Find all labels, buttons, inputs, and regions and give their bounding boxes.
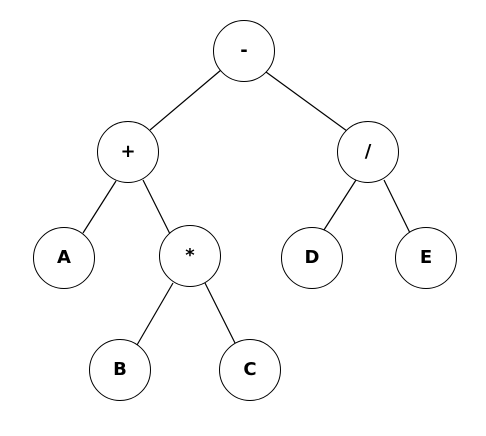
node-label-a: A xyxy=(57,247,71,268)
node-label-c: C xyxy=(243,359,257,380)
edge-divide-d xyxy=(321,179,357,234)
operator-node-divide: / xyxy=(337,121,399,183)
operator-node-minus: - xyxy=(213,20,275,82)
operator-node-plus: + xyxy=(97,121,159,183)
edge-plus-times xyxy=(142,179,171,235)
operand-node-c: C xyxy=(219,339,281,401)
operand-node-b: B xyxy=(89,339,151,401)
operand-node-d: D xyxy=(281,227,343,289)
edge-plus-a xyxy=(82,180,117,234)
node-label-times: * xyxy=(185,245,195,266)
node-label-d: D xyxy=(304,247,320,268)
node-label-e: E xyxy=(419,247,433,268)
edge-times-c xyxy=(204,282,237,346)
node-label-minus: - xyxy=(240,40,248,61)
edge-root-divide xyxy=(265,71,348,132)
edge-times-b xyxy=(136,282,174,346)
edge-root-plus xyxy=(149,69,222,131)
node-label-divide: / xyxy=(364,141,372,162)
node-label-b: B xyxy=(113,359,127,380)
operand-node-e: E xyxy=(395,227,457,289)
operator-node-times: * xyxy=(159,225,221,287)
node-label-plus: + xyxy=(120,141,136,162)
operand-node-a: A xyxy=(33,227,95,289)
edge-divide-e xyxy=(383,179,411,234)
